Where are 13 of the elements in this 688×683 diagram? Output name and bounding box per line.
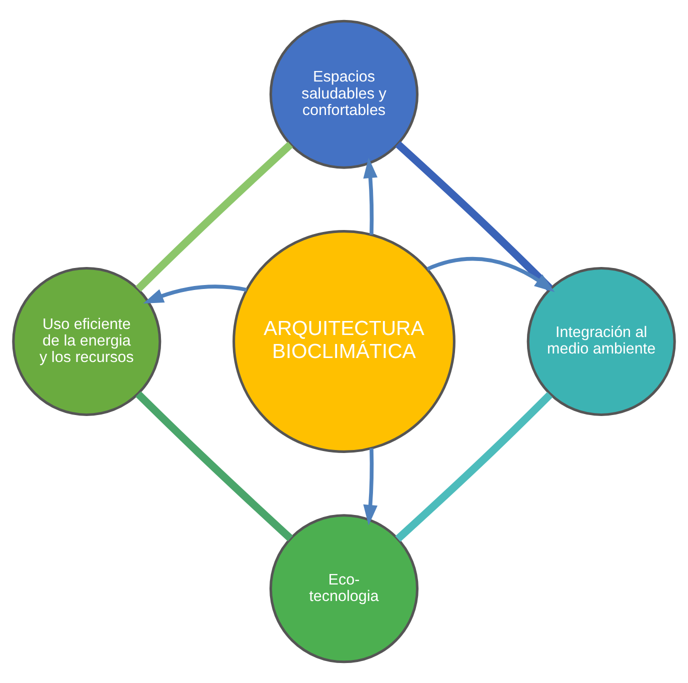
connector xyxy=(136,142,293,292)
connector xyxy=(136,391,293,542)
node-circle: Espacios saludables y confortables xyxy=(269,20,419,169)
arrow xyxy=(363,448,378,526)
node-circle: ARQUITECTURA BIOCLIMÁTICA xyxy=(232,230,456,453)
arrow xyxy=(143,284,247,304)
arrow xyxy=(426,256,555,292)
connector xyxy=(395,141,553,291)
connector xyxy=(395,392,553,542)
node-circle: Uso eficiente de la energia y los recursos xyxy=(12,266,162,416)
node-circle: Eco- tecnologia xyxy=(269,514,419,664)
arrow xyxy=(363,158,378,235)
node-circle: Integración al medio ambiente xyxy=(526,266,676,416)
